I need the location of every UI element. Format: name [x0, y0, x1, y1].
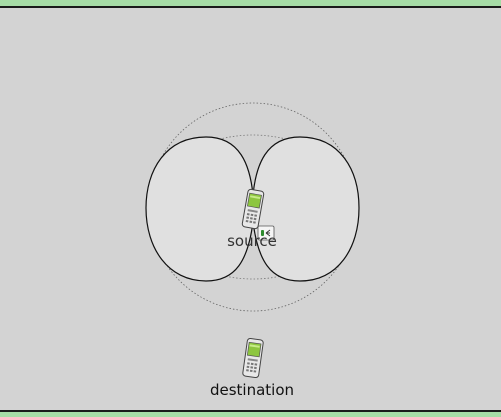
source-label: source [227, 232, 277, 250]
bottom-border [0, 410, 501, 417]
destination-node[interactable] [241, 337, 265, 379]
destination-phone-icon [241, 337, 265, 379]
destination-label: destination [209, 381, 295, 399]
top-border [0, 0, 501, 8]
radio-transmitter-icon[interactable] [257, 225, 275, 241]
